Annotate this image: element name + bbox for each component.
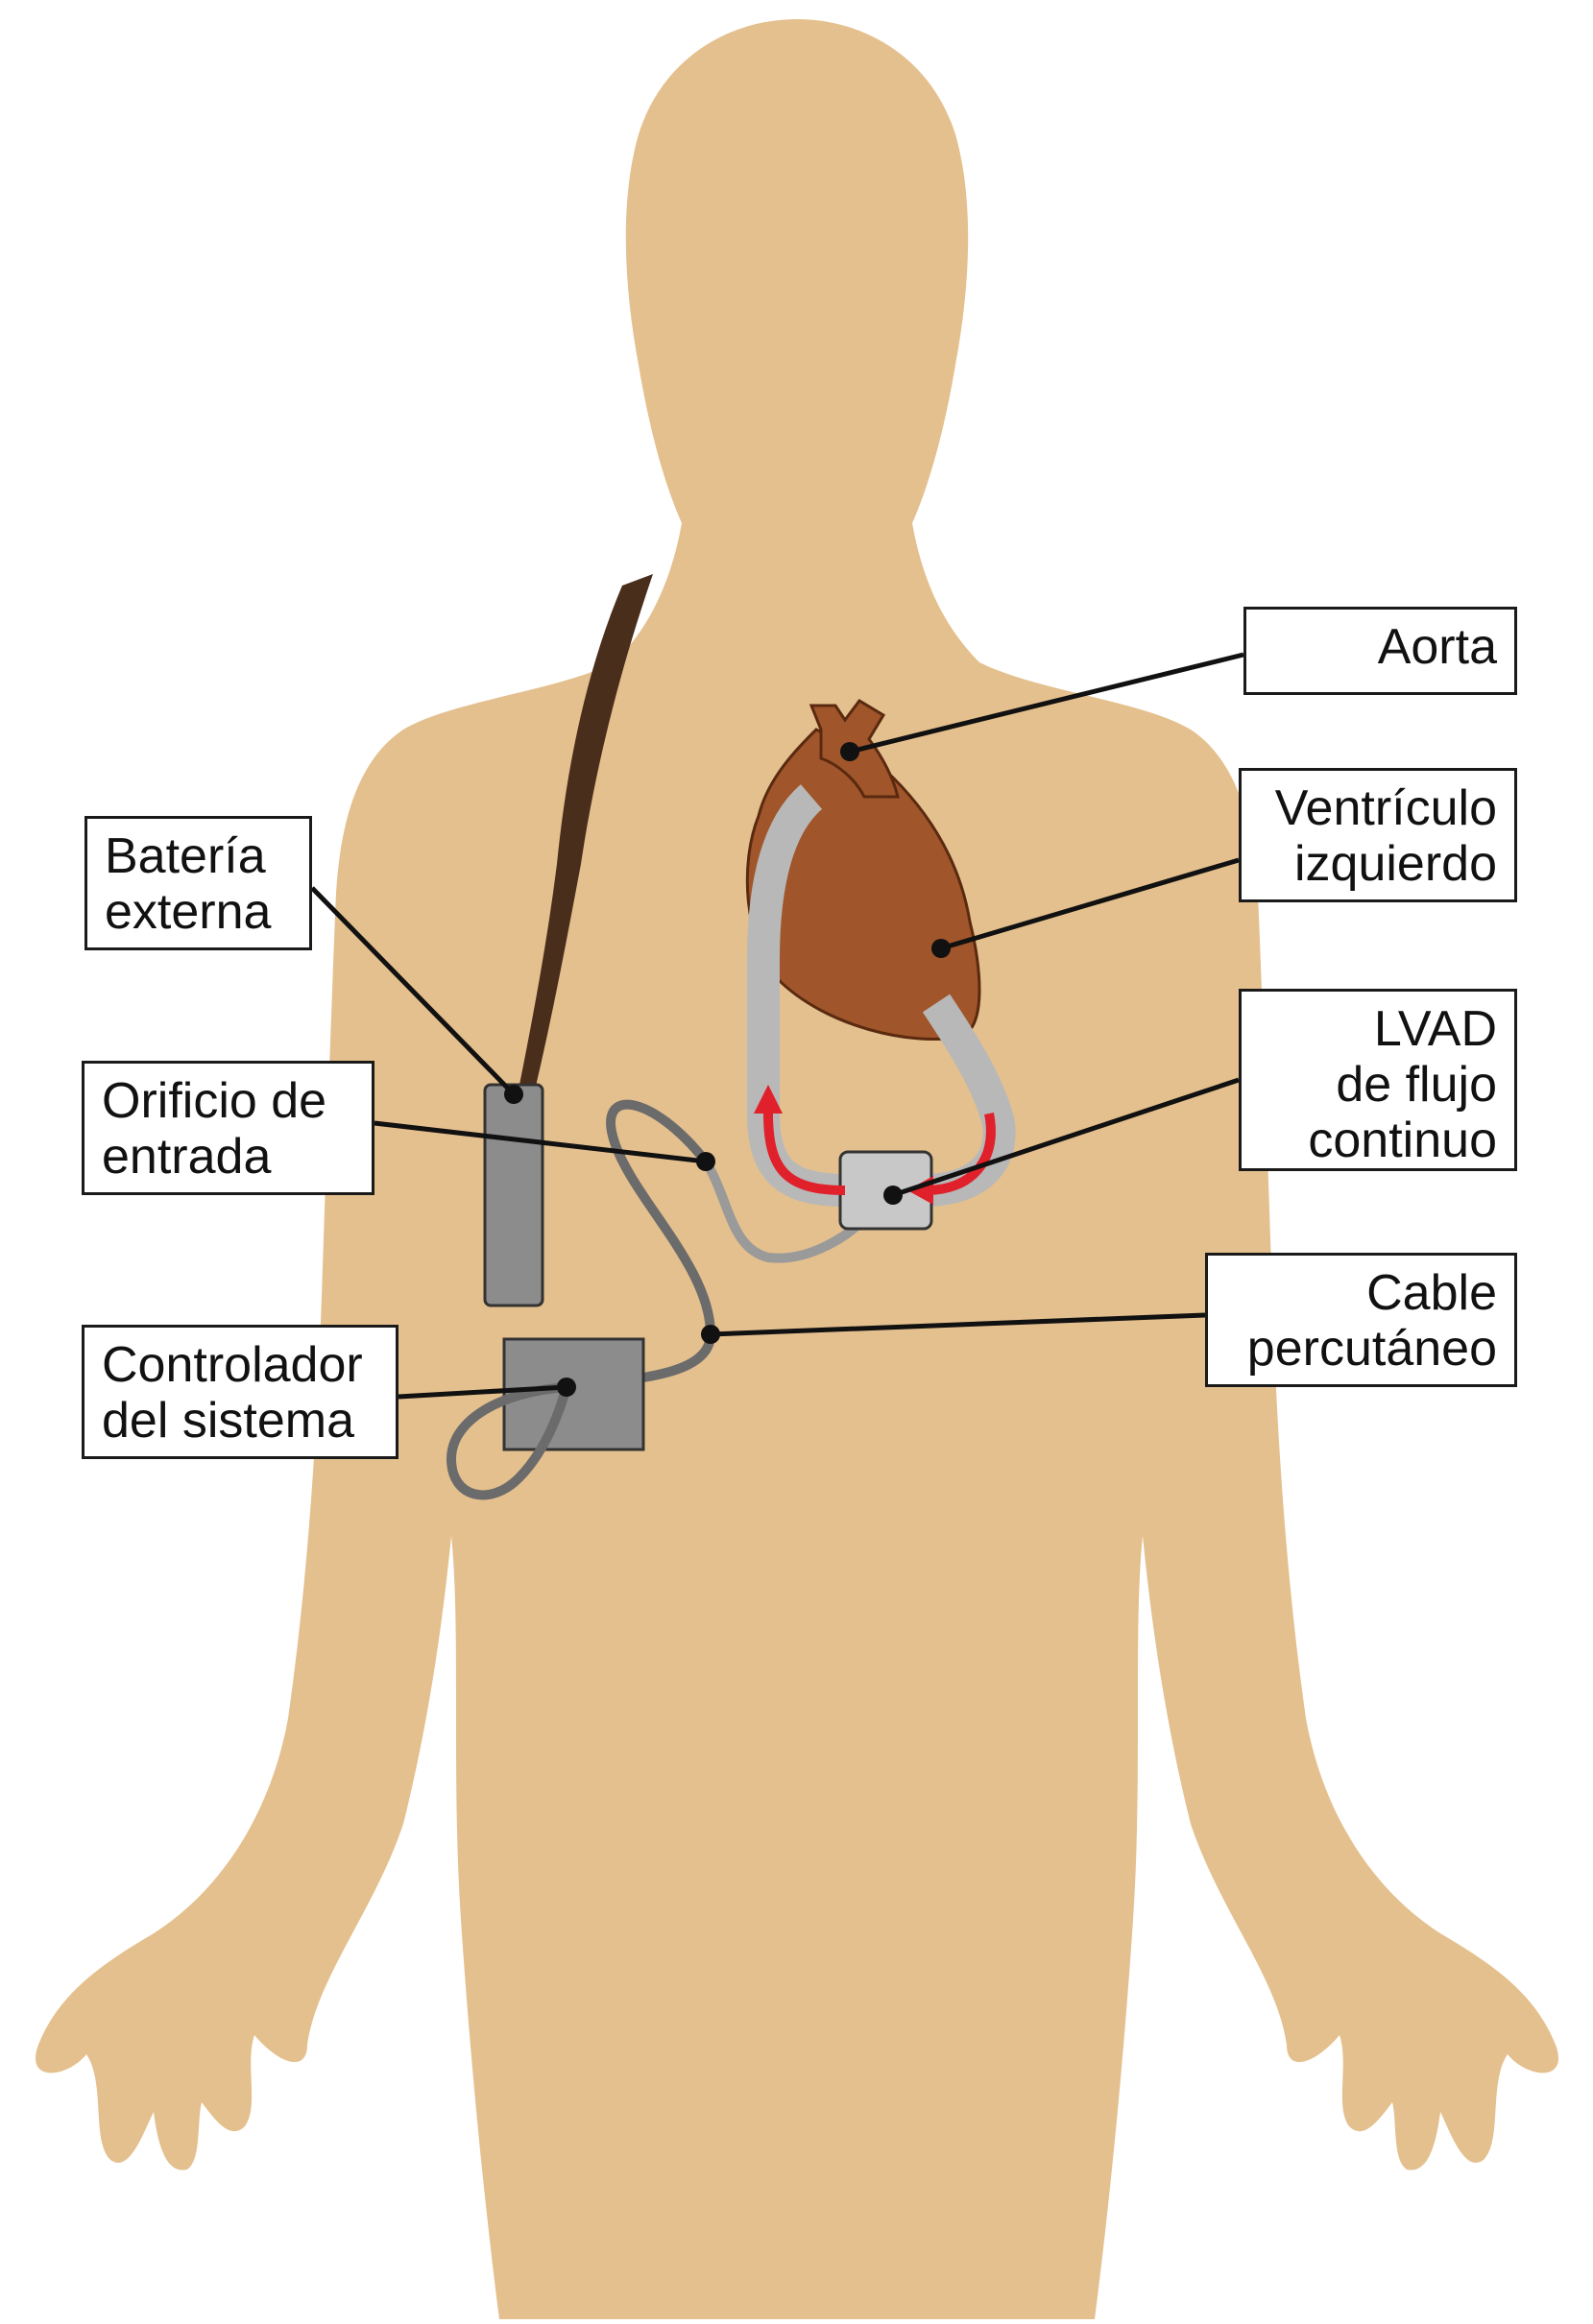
dot-bateria — [504, 1085, 523, 1104]
leader-aorta — [849, 652, 1244, 755]
dot-cable — [701, 1325, 720, 1344]
label-cable-percutaneo: Cable percutáneo — [1205, 1253, 1517, 1387]
external-battery — [483, 1083, 544, 1307]
controller-loop-cable — [446, 1382, 571, 1500]
dot-ventriculo — [931, 939, 951, 958]
label-controlador-line-2: del sistema — [102, 1393, 354, 1449]
label-ventriculo-line-1: Ventrículo — [1274, 780, 1497, 836]
label-aorta-line-1: Aorta — [1377, 619, 1497, 675]
label-bateria-line-1: Batería — [105, 828, 266, 884]
label-ventriculo-line-2: izquierdo — [1293, 836, 1497, 892]
leader-lines — [310, 652, 1244, 1400]
flow-arrow-outflow — [763, 1113, 846, 1195]
dot-controlador — [557, 1378, 576, 1397]
leader-cable — [710, 1312, 1206, 1337]
flow-arrow-outflow-head — [754, 1085, 783, 1114]
label-orificio-de-entrada: Orificio de entrada — [82, 1061, 374, 1195]
leader-bateria — [310, 886, 516, 1096]
label-lvad: LVAD de flujo continuo — [1239, 989, 1517, 1171]
label-lvad-line-1: LVAD — [1373, 1001, 1497, 1057]
label-controlador-del-sistema: Controlador del sistema — [82, 1325, 398, 1459]
label-orificio-line-1: Orificio de — [102, 1073, 327, 1129]
label-bateria-line-2: externa — [105, 884, 272, 940]
leader-lvad — [892, 1077, 1240, 1198]
shoulder-strap — [519, 574, 653, 1094]
leader-orificio — [374, 1120, 707, 1164]
label-aorta: Aorta — [1243, 607, 1517, 695]
label-cable-line-1: Cable — [1366, 1265, 1497, 1321]
label-orificio-line-2: entrada — [102, 1129, 272, 1185]
leader-ventriculo — [940, 857, 1240, 951]
label-bateria-externa: Batería externa — [84, 816, 312, 950]
leader-controlador — [398, 1384, 567, 1400]
dot-lvad — [883, 1186, 903, 1205]
flow-arrow-inflow — [926, 1113, 996, 1195]
internal-driveline — [701, 1159, 868, 1263]
label-lvad-line-3: continuo — [1308, 1113, 1497, 1168]
percutaneous-cable — [606, 1099, 716, 1382]
leader-dots — [504, 742, 951, 1397]
dot-orificio — [696, 1152, 715, 1171]
dot-aorta — [840, 742, 859, 761]
label-cable-line-2: percutáneo — [1246, 1321, 1497, 1377]
label-controlador-line-1: Controlador — [102, 1337, 363, 1393]
label-ventriculo-izquierdo: Ventrículo izquierdo — [1239, 768, 1517, 902]
label-lvad-line-2: de flujo — [1336, 1057, 1497, 1113]
